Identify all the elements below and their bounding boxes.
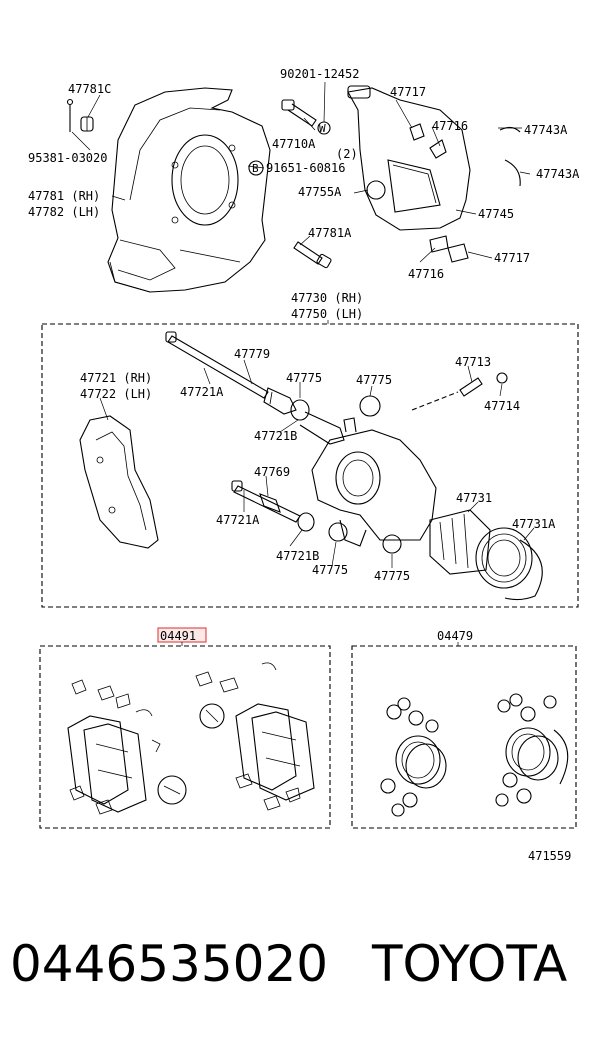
label-47743a-2: 47743A (536, 167, 580, 181)
label-91651: 91651-60816 (266, 161, 345, 175)
label-washer-w: W (319, 122, 326, 135)
caliper-assembly-box (41, 323, 579, 608)
bolt-47781a (293, 241, 332, 269)
label-04479: 04479 (437, 629, 473, 643)
label-47745: 47745 (478, 207, 514, 221)
label-47710a: 47710A (272, 137, 316, 151)
label-04491: 04491 (160, 629, 196, 643)
label-47781a: 47781A (308, 226, 352, 240)
brake-pads-left (67, 715, 147, 813)
label-47755a: 47755A (298, 185, 342, 199)
label-47775-upper-left: 47775 (286, 371, 322, 385)
label-47713: 47713 (455, 355, 491, 369)
label-47717-bottom: 47717 (494, 251, 530, 265)
bushing-47775-lower-right (382, 534, 402, 554)
bolt-47710a (281, 99, 317, 127)
seal-kit-right (495, 693, 569, 807)
label-47721a-lower: 47721A (216, 513, 260, 527)
label-47743a-1: 47743A (524, 123, 568, 137)
label-47721b-lower: 47721B (276, 549, 319, 563)
label-47781-rh: 47781 (RH) (28, 189, 100, 203)
label-47722-lh: 47722 (LH) (80, 387, 152, 401)
label-90201: 90201-12452 (280, 67, 359, 81)
leader-lines-top (71, 81, 531, 263)
label-47775-lower-right: 47775 (374, 569, 410, 583)
label-47730-rh: 47730 (RH) (291, 291, 363, 305)
bleeder-plug-47713 (459, 377, 483, 397)
label-47782-lh: 47782 (LH) (28, 205, 100, 219)
part-number: 0446535020 (10, 935, 329, 993)
label-47716-top: 47716 (432, 119, 468, 133)
anti-squeal-shims-left (69, 679, 161, 815)
bleeder-cap-47714 (496, 372, 508, 384)
label-47779: 47779 (234, 347, 270, 361)
boot-47769 (259, 493, 281, 513)
anti-squeal-shims-right (195, 662, 301, 811)
drawing-number: 471559 (528, 849, 571, 863)
slide-pin-lower (231, 480, 301, 523)
disc-brake-dust-cover (107, 87, 271, 293)
seal-kit-left (380, 697, 447, 817)
caliper-mounting-bracket (79, 415, 159, 549)
brand-name: TOYOTA (372, 935, 568, 993)
label-47714: 47714 (484, 399, 520, 413)
part-footer: 0446535020 TOYOTA (0, 935, 600, 1015)
label-47775-upper-right: 47775 (356, 373, 392, 387)
seal-kit-box (351, 645, 577, 829)
label-95381: 95381-03020 (28, 151, 107, 165)
label-47769: 47769 (254, 465, 290, 479)
piston-47731a (475, 527, 543, 601)
bushing-47775-right (359, 395, 381, 417)
label-47781c: 47781C (68, 82, 111, 96)
bushing-47721b-lower (297, 512, 315, 532)
label-47750-lh: 47750 (LH) (291, 307, 363, 321)
screw-95381 (66, 98, 74, 132)
pad-wear-indicator-left (157, 775, 187, 805)
boot-47779 (263, 387, 297, 415)
brake-pads-right (235, 703, 315, 801)
label-47721b-upper: 47721B (254, 429, 297, 443)
pad-kit-box (39, 645, 331, 829)
label-47775-lower-left: 47775 (312, 563, 348, 577)
label-47731a: 47731A (512, 517, 556, 531)
label-b: B (252, 162, 259, 175)
bleeder-guide-line (411, 391, 459, 411)
leader-lines-middle (99, 359, 535, 568)
pad-wear-indicator-top (199, 703, 225, 729)
label-qty-2: (2) (336, 147, 358, 161)
label-47717-top: 47717 (390, 85, 426, 99)
label-47721-rh: 47721 (RH) (80, 371, 152, 385)
bushing-47775-upper (290, 399, 345, 445)
label-47731: 47731 (456, 491, 492, 505)
label-47716-bottom: 47716 (408, 267, 444, 281)
clip-47781c (80, 116, 94, 132)
cylinder-boot-47731 (429, 509, 491, 575)
slide-pin-upper (165, 331, 269, 399)
caliper-body-top (347, 85, 521, 263)
label-47721a-upper: 47721A (180, 385, 224, 399)
bushing-47775-lower-left (328, 522, 348, 542)
